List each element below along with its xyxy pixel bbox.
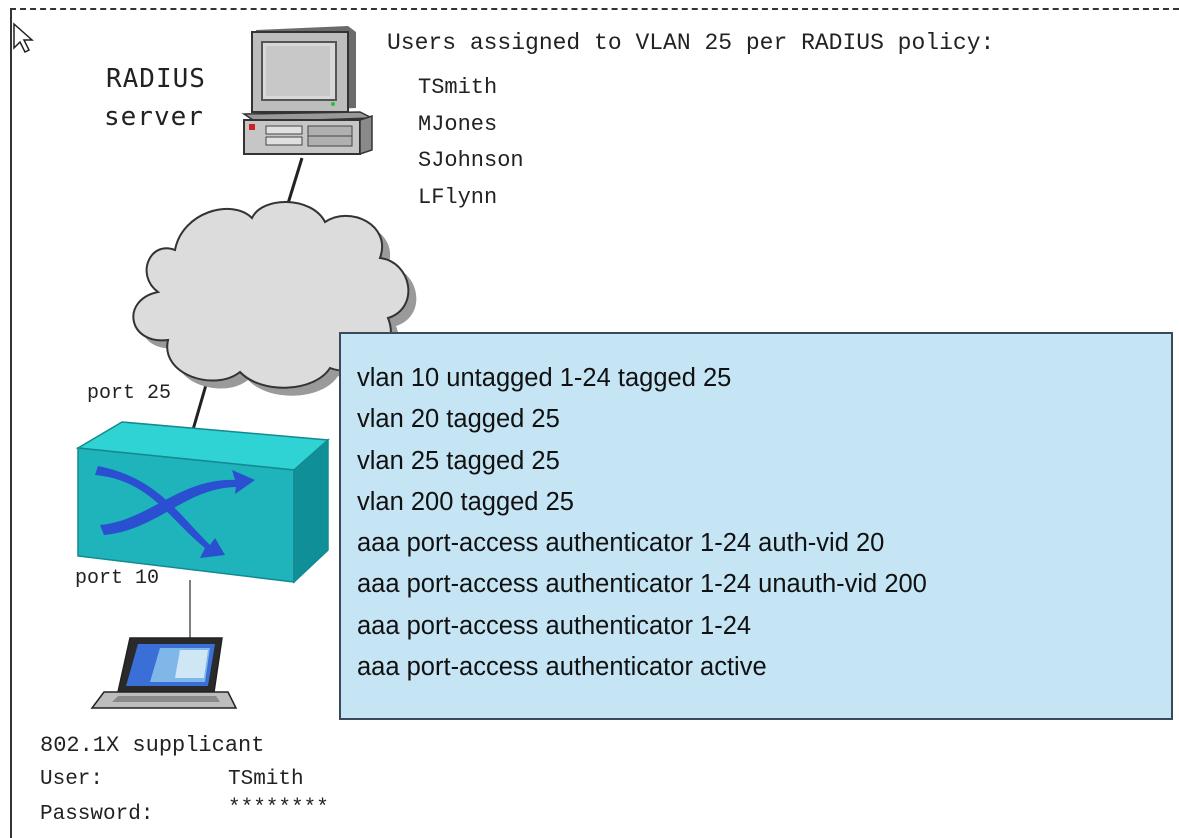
policy-user: SJohnson (418, 148, 524, 173)
switch-icon (75, 421, 330, 584)
switch-config-lines: vlan 10 untagged 1-24 tagged 25 vlan 20 … (357, 358, 927, 688)
supplicant-title: 802.1X supplicant (40, 733, 265, 758)
supplicant-user-label: User: (40, 768, 104, 791)
config-line: aaa port-access authenticator active (357, 653, 767, 682)
config-line: vlan 10 untagged 1-24 tagged 25 (357, 364, 732, 392)
switch-config-box: vlan 10 untagged 1-24 tagged 25 vlan 20 … (339, 332, 1173, 720)
config-line: aaa port-access authenticator 1-24 auth-… (357, 529, 885, 558)
radius-server-label-line2: server (104, 102, 204, 132)
supplicant-user-value: TSmith (228, 768, 304, 791)
policy-user: LFlynn (418, 184, 498, 210)
policy-title: Users assigned to VLAN 25 per RADIUS pol… (387, 30, 995, 56)
laptop-icon (90, 637, 238, 709)
uplink-port-label: port 25 (87, 382, 172, 405)
supplicant-password-value: ******** (228, 797, 329, 820)
policy-user-list: TSmith MJones SJohnson LFlynn (418, 70, 524, 216)
mouse-cursor-icon (13, 22, 34, 54)
policy-user: MJones (418, 111, 498, 137)
config-line: aaa port-access authenticator 1-24 (357, 611, 752, 640)
client-port-label: port 10 (75, 567, 160, 590)
frame-left-border (10, 8, 12, 838)
frame-top-border (10, 8, 1179, 10)
desktop-computer-icon (241, 26, 373, 156)
supplicant-password-label: Password: (40, 803, 154, 826)
policy-user: TSmith (418, 75, 498, 100)
config-line: aaa port-access authenticator 1-24 unaut… (357, 570, 927, 599)
config-line: vlan 20 tagged 25 (357, 405, 560, 434)
config-line: vlan 25 tagged 25 (357, 446, 560, 475)
config-line: vlan 200 tagged 25 (357, 487, 574, 516)
radius-server-label-line1: RADIUS (106, 64, 206, 94)
